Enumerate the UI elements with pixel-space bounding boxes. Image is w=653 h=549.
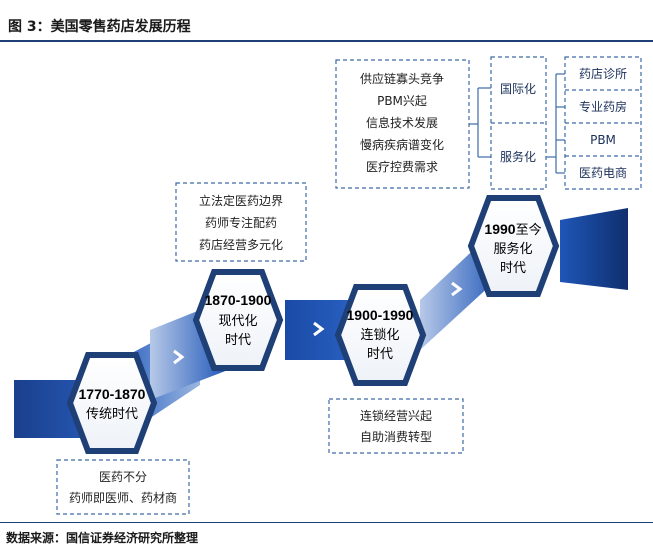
era-hexagon-1: [66, 352, 158, 454]
service-item: 专业药房: [579, 99, 627, 114]
service-item: PBM: [590, 133, 616, 147]
note-line: 药师专注配药: [205, 215, 277, 230]
service-item: 医药电商: [579, 165, 627, 180]
service-item: 药店诊所: [579, 67, 627, 81]
driver-item: PBM兴起: [377, 94, 427, 108]
note-line: 药店经营多元化: [199, 238, 283, 252]
era-3-name-line-1: 连锁化: [360, 327, 399, 343]
era-3-name-line-2: 时代: [367, 347, 393, 362]
note-line: 药师即医师、药材商: [69, 490, 177, 505]
era-4-name-line-1: 服务化: [493, 241, 532, 257]
title-rule: [0, 40, 653, 42]
tree-connectors: [469, 73, 565, 174]
era-1-notes-box: 医药不分 药师即医师、药材商: [56, 459, 190, 515]
figure-title: 图 3：美国零售药店发展历程: [8, 19, 191, 35]
trend-item: 国际化: [500, 82, 536, 96]
driver-item: 慢病疾病谱变化: [360, 137, 444, 152]
source-rule: [0, 522, 653, 523]
source-note: 数据来源：国信证券经济研究所整理: [6, 531, 199, 545]
era-3-year: 1900-1990: [347, 307, 414, 323]
era-3-notes-box: 连锁经营兴起 自助消费转型: [328, 398, 464, 454]
note-line: 自助消费转型: [360, 429, 432, 444]
era-4-name-line-2: 时代: [500, 261, 526, 276]
driver-item: 医疗控费需求: [366, 160, 438, 174]
era-2-name-line-1: 现代化: [218, 314, 257, 329]
era-2-name-line-2: 时代: [225, 333, 251, 348]
era-2-notes-box: 立法定医药边界 药师专注配药 药店经营多元化: [175, 182, 307, 262]
era-hexagon-3: [334, 284, 427, 386]
chevron-right-icon: [313, 321, 325, 337]
note-line: 立法定医药边界: [199, 193, 283, 208]
driver-item: 信息技术发展: [366, 115, 438, 130]
chevron-right-icon: [173, 349, 185, 365]
services-box: 药店诊所 专业药房 PBM 医药电商: [564, 56, 642, 190]
era-hexagon-4: [467, 195, 560, 297]
drivers-box: 供应链寡头竞争 PBM兴起 信息技术发展 慢病疾病谱变化 医疗控费需求: [335, 59, 470, 189]
trends-box: 国际化 服务化: [490, 56, 547, 190]
era-4-year-suffix: 至今: [516, 222, 542, 238]
era-4-year-line: 1990至今: [484, 221, 541, 238]
era-hexagon-2: [192, 269, 284, 371]
trend-item: 服务化: [500, 149, 536, 164]
era-1-name: 传统时代: [86, 407, 138, 422]
chevron-right-icon: [451, 281, 463, 297]
era-4-year: 1990: [484, 221, 515, 237]
note-line: 医药不分: [99, 470, 147, 484]
era-1-year: 1770-1870: [79, 386, 146, 402]
driver-item: 供应链寡头竞争: [360, 71, 444, 86]
era-2-year: 1870-1900: [205, 292, 272, 308]
note-line: 连锁经营兴起: [360, 408, 432, 423]
ribbon-segment-5: [560, 208, 628, 290]
